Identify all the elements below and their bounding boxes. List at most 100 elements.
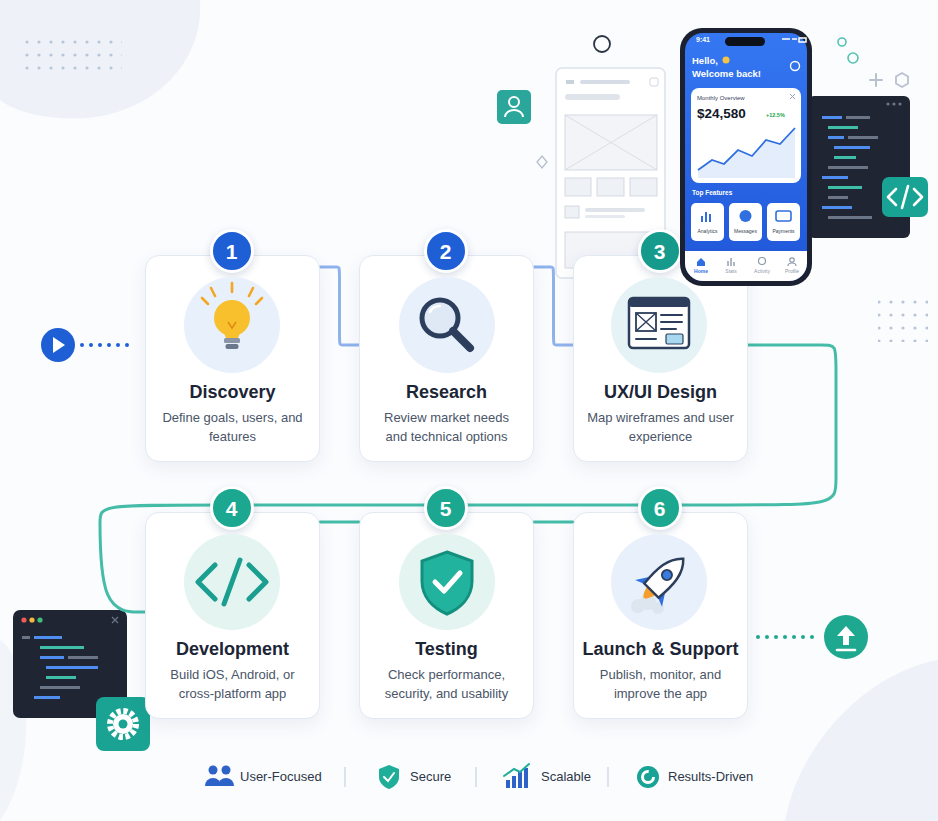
code-window (822, 116, 842, 119)
shield-icon (379, 765, 399, 789)
timeline-connector (320, 521, 359, 524)
results-icon (637, 766, 659, 788)
code-window (46, 666, 98, 669)
phone-mockup (698, 128, 795, 178)
code-window (898, 102, 901, 105)
wireframe-icon (629, 298, 689, 307)
wireframe-sketch (565, 178, 591, 196)
users-icon (222, 766, 231, 775)
step-title: Discovery (189, 381, 275, 403)
step-number-badge: 2 (424, 229, 468, 273)
phone-mockup (685, 33, 807, 281)
magnifier-icon (453, 331, 470, 348)
shield-icon (379, 765, 399, 789)
step-title: UX/UI Design (604, 381, 717, 403)
start-button (41, 328, 136, 362)
step-card: UX/UI DesignMap wireframes and user expe… (573, 255, 748, 462)
icon-backdrop (399, 534, 495, 630)
code-window (40, 646, 84, 649)
phone-mockup (740, 210, 752, 222)
step-number: 1 (226, 241, 238, 262)
timeline-connector (534, 521, 573, 524)
code-window (834, 156, 856, 159)
icon-backdrop (611, 534, 707, 630)
section-title: Top Features (692, 189, 732, 197)
rocket-icon (631, 545, 697, 611)
wireframe-sketch (630, 178, 657, 196)
step-title: Development (176, 638, 289, 660)
step-number-badge: 6 (638, 486, 682, 530)
lightbulb-icon (228, 322, 236, 328)
lightbulb-icon (226, 344, 239, 349)
feature-label: User-Focused (240, 769, 322, 785)
wireframe-sketch (650, 78, 658, 86)
icon-backdrop (399, 277, 495, 373)
phone-mockup (725, 37, 765, 46)
wireframe-icon (636, 313, 656, 331)
feature-tile-label: Analytics (683, 228, 733, 234)
finish-button (837, 649, 855, 652)
decor-shape (848, 53, 858, 63)
code-window (848, 136, 878, 139)
step-card: Launch & SupportPublish, monitor, and im… (573, 512, 748, 719)
code-window (828, 196, 848, 199)
code-window (34, 696, 60, 699)
code-window (21, 617, 26, 622)
code-window (892, 102, 895, 105)
icon-backdrop (184, 534, 280, 630)
phone-mockup (791, 62, 800, 71)
code-window (834, 146, 870, 149)
decor-shape (537, 36, 908, 168)
wireframe-sketch (585, 215, 625, 218)
growth-icon (506, 780, 510, 788)
dot-grid (22, 32, 122, 72)
feature-tile-label: Messages (721, 228, 771, 234)
phone-mockup (728, 258, 734, 266)
code-window (828, 136, 844, 139)
start-button (53, 337, 65, 353)
step-title: Launch & Support (583, 638, 739, 660)
step-number-badge: 3 (638, 229, 682, 273)
rocket-icon (660, 568, 674, 582)
wireframe-sketch (585, 208, 645, 212)
settings-badge (96, 697, 150, 751)
decor-shape (896, 73, 908, 87)
settings-badge (119, 720, 128, 729)
code-window (822, 176, 848, 179)
wireframe-sketch (597, 178, 624, 196)
code-window (846, 116, 870, 119)
users-icon (209, 766, 218, 775)
step-card: DiscoveryDefine goals, users, and featur… (145, 255, 320, 462)
code-window (29, 617, 34, 622)
decor-shape (838, 38, 846, 46)
wireframe-icon (666, 334, 683, 344)
rocket-icon (640, 594, 656, 610)
wireframe-icon (636, 315, 682, 339)
decor-shape (594, 36, 610, 52)
step-description: Build iOS, Android, or cross-platform ap… (158, 665, 308, 703)
magnifier-icon (422, 300, 470, 348)
icon-backdrop (184, 277, 707, 630)
growth-icon (524, 768, 528, 788)
timeline-connector (534, 267, 573, 345)
phone-mockup (788, 263, 796, 266)
step-card: ResearchReview market needs and technica… (359, 255, 534, 462)
start-button (82, 343, 136, 347)
settings-badge (110, 711, 136, 737)
wireframe-icon (629, 298, 689, 348)
phone-mockup (782, 38, 806, 42)
lightbulb-icon (223, 330, 241, 338)
lightbulb-icon (202, 283, 262, 304)
phone-mockup (685, 251, 807, 281)
wireframe-sketch (580, 80, 630, 84)
shield-icon (422, 552, 472, 614)
settings-badge (96, 697, 150, 751)
shield-icon (435, 573, 460, 591)
phone-mockup (790, 258, 794, 262)
user-badge (497, 90, 531, 124)
nav-label: Profile (767, 268, 817, 274)
phone-mockup (680, 28, 812, 286)
results-icon (637, 766, 659, 788)
step-number-badge: 4 (210, 486, 254, 530)
